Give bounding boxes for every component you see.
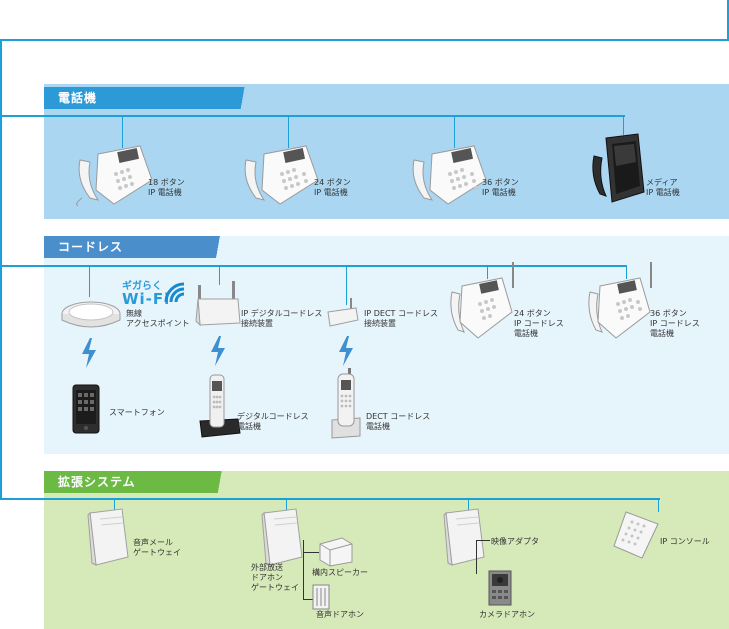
ip-digital-base-label: IP デジタルコードレス接続装置: [241, 309, 323, 328]
intercom-speaker-image: [319, 537, 353, 567]
doorphone-image: [312, 584, 330, 610]
wireless-ap-label: 無線アクセスポイント: [126, 309, 190, 328]
connector-line: [476, 540, 477, 574]
voicemail-gateway-label: 音声メールゲートウェイ: [133, 538, 181, 557]
intercom-speaker-label: 構内スピーカー: [312, 568, 368, 577]
connector-line: [303, 552, 319, 553]
media-phone-image: [592, 133, 645, 203]
ip-phone-36-image: [412, 145, 487, 205]
dect-cordless-image: [331, 368, 361, 439]
wireless-bolt-icon: [339, 336, 353, 366]
broadcast-gateway-label: 外部放送ドアホンゲートウェイ: [251, 563, 299, 592]
voicemail-gateway-image: [87, 508, 129, 566]
ip-cordless-24-image: [450, 262, 514, 339]
ip-phone-24-image: [244, 145, 319, 205]
wireless-bolt-icon: [211, 336, 225, 366]
video-adapter-image: [443, 508, 485, 566]
wifi-logo-top: ギガらく: [122, 281, 162, 292]
smartphone-label: スマートフォン: [109, 408, 165, 417]
broadcast-gateway-image: [261, 508, 303, 566]
ip-digital-base-image: [195, 281, 241, 327]
camera-doorphone-image: [488, 570, 512, 606]
phones-section-title: 電話機: [44, 87, 268, 109]
ip-console-image: [613, 511, 659, 559]
video-adapter-label: 映像アダプタ: [491, 537, 539, 546]
wireless-ap-image: [61, 301, 121, 328]
ip-console-label: IP コンソール: [660, 537, 710, 546]
digital-cordless-label: デジタルコードレス電話機: [237, 412, 309, 431]
digital-cordless-image: [199, 374, 241, 438]
connector-line: [303, 599, 313, 600]
wifi-signal-icon: [164, 282, 185, 303]
doorphone-label: 音声ドアホン: [316, 610, 364, 619]
ip-phone-18-image: [76, 145, 153, 207]
ip-dect-base-image: [327, 298, 359, 327]
ip-dect-base-label: IP DECT コードレス接続装置: [364, 309, 438, 328]
ext-section-title: 拡張システム: [44, 471, 242, 493]
cordless-panel: [44, 236, 729, 454]
connector-line: [476, 540, 490, 541]
wireless-bolt-icon: [82, 338, 96, 368]
cordless-section-title: コードレス: [44, 236, 240, 258]
connector-line: [303, 540, 304, 600]
dect-cordless-label: DECT コードレス電話機: [366, 412, 431, 431]
ip-cordless-36-image: [588, 262, 652, 339]
ext-panel: [44, 471, 729, 629]
wifi-logo: ギガらく Wi-Fi: [122, 281, 170, 307]
smartphone-image: [72, 384, 100, 434]
wifi-logo-bottom: Wi-Fi: [122, 290, 171, 308]
camera-doorphone-label: カメラドアホン: [479, 610, 535, 619]
